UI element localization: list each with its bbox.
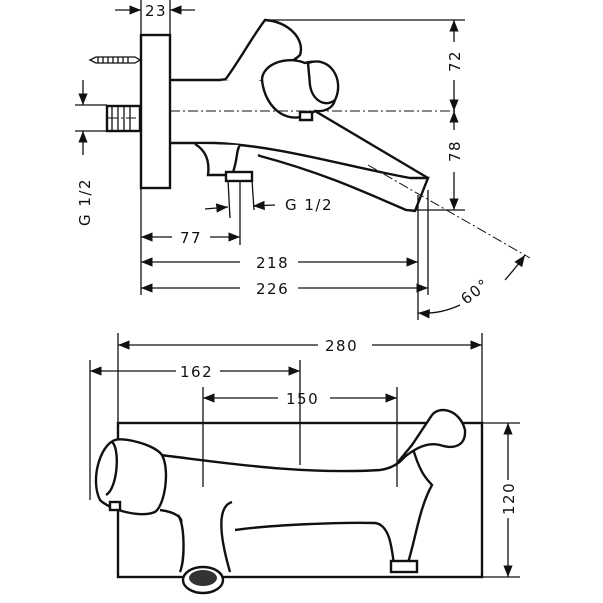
wall-plate [139,33,172,190]
dim-wall-thread: G 1/2 [76,178,94,226]
handle-cap [306,60,340,105]
dim-outlet-distance: 77 [180,229,202,247]
dim-overall-width: 280 [325,337,358,355]
dim-centers: 150 [286,390,319,408]
spout-neck [176,500,233,573]
dim-outlet-thread: G 1/2 [285,196,333,214]
side-view: 23 72 78 G 1/2 G 1/2 77 218 [75,0,531,320]
outlet-thread-top [389,559,419,574]
right-handle [397,408,467,464]
dim-spout-inner: 218 [256,254,289,272]
spout-axis [367,164,531,259]
spout-top [314,109,429,180]
outlet-thread [224,170,254,183]
outlet-body [194,142,242,177]
dim-spout-angle: 60° [457,275,493,308]
left-handle [94,438,168,516]
diverter-knob [298,110,314,122]
dim-height-above: 72 [446,50,464,72]
dim-depth: 120 [500,482,518,515]
wall-screw [88,56,142,64]
dim-plate-depth: 23 [145,2,167,20]
left-handle-cap [105,441,118,497]
dim-handle-offset: 162 [180,363,213,381]
dim-spout-outer: 226 [256,280,289,298]
dim-height-below: 78 [446,140,464,162]
body-lower [234,444,434,573]
top-view: 280 162 150 120 [89,333,520,595]
